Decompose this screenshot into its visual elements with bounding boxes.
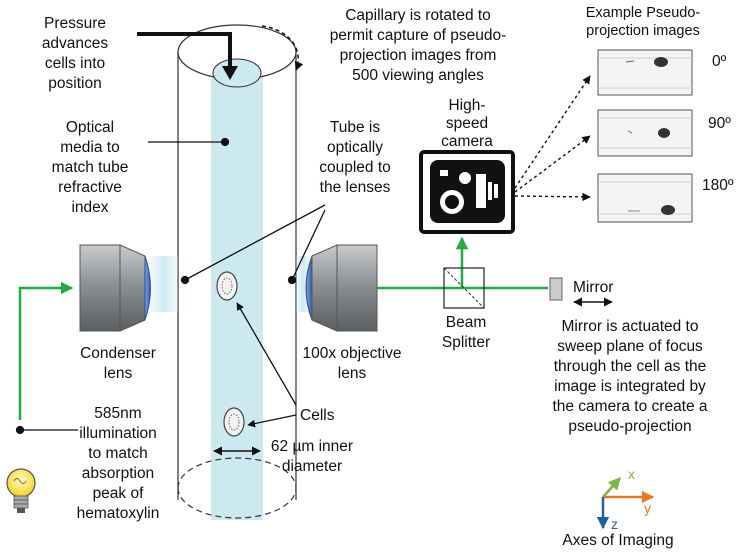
label-capillary-line: permit capture of pseudo- bbox=[330, 27, 507, 44]
label-angle-0: 0º bbox=[712, 53, 727, 70]
label-objective: 100x objective lens bbox=[302, 345, 401, 382]
label-cells: Cells bbox=[300, 407, 335, 424]
leader-lines bbox=[15, 137, 326, 435]
label-axes-title: Axes of Imaging bbox=[562, 532, 673, 549]
axis-y-label: y bbox=[644, 500, 651, 516]
label-diameter-line: diameter bbox=[282, 458, 342, 475]
label-illum-line: illumination bbox=[79, 425, 157, 442]
label-optical-line: media to bbox=[60, 139, 119, 156]
label-inner-diameter: 62 µm inner diameter bbox=[271, 438, 353, 475]
label-angle-90: 90º bbox=[708, 115, 731, 132]
label-tube-line: coupled to bbox=[319, 159, 391, 176]
condenser-lens bbox=[79, 244, 151, 332]
label-condenser-line: lens bbox=[104, 365, 133, 382]
label-beam-line: Beam bbox=[446, 314, 487, 331]
label-capillary-line: Capillary is rotated to bbox=[345, 7, 491, 24]
label-mirror-desc: Mirror is actuated to sweep plane of foc… bbox=[552, 318, 707, 435]
label-beam-splitter: Beam Splitter bbox=[442, 314, 490, 351]
cell-lower bbox=[223, 407, 245, 437]
label-pressure-line: advances bbox=[42, 35, 109, 52]
label-mirror-desc-line: through the cell as the bbox=[554, 358, 707, 375]
label-illum-line: absorption bbox=[82, 465, 154, 482]
label-mirror-desc-line: Mirror is actuated to bbox=[562, 318, 699, 335]
label-beam-line: Splitter bbox=[442, 334, 490, 351]
label-optical-media: Optical media to match tube refractive i… bbox=[52, 119, 129, 216]
tube-bottom-dashed bbox=[177, 487, 297, 519]
label-capillary-line: 500 viewing angles bbox=[352, 67, 484, 84]
label-camera: High- speed camera bbox=[441, 97, 493, 150]
label-illum-line: to match bbox=[88, 445, 147, 462]
label-condenser-line: Condenser bbox=[80, 345, 156, 362]
mirror bbox=[549, 277, 563, 301]
light-bulb-icon bbox=[6, 468, 36, 513]
label-optical-line: refractive bbox=[58, 179, 122, 196]
pressure-arrow bbox=[137, 32, 232, 70]
label-objective-line: 100x objective bbox=[302, 345, 401, 362]
imaging-axes: x y z bbox=[596, 466, 655, 532]
label-example-title: Example Pseudo- projection images bbox=[586, 5, 701, 39]
label-diameter-line: 62 µm inner bbox=[271, 438, 353, 455]
label-angle-180: 180º bbox=[702, 177, 734, 194]
label-camera-line: speed bbox=[446, 115, 488, 132]
label-camera-line: High- bbox=[448, 97, 485, 114]
label-camera-line: camera bbox=[441, 133, 493, 150]
capillary-tube bbox=[177, 24, 297, 526]
label-mirror: Mirror bbox=[573, 279, 613, 296]
example-image-90 bbox=[597, 109, 693, 157]
label-condenser: Condenser lens bbox=[80, 345, 156, 382]
label-objective-line: lens bbox=[338, 365, 367, 382]
axis-z-label: z bbox=[611, 516, 618, 532]
label-mirror-desc-line: the camera to create a bbox=[552, 398, 707, 415]
label-optical-line: match tube bbox=[52, 159, 129, 176]
camera-output-arrows bbox=[514, 75, 591, 202]
label-optical-line: index bbox=[71, 199, 108, 216]
label-tube-line: optically bbox=[327, 139, 383, 156]
example-image-0 bbox=[597, 49, 693, 96]
label-pressure-line: position bbox=[48, 75, 101, 92]
label-mirror-desc-line: pseudo-projection bbox=[568, 418, 691, 435]
objective-lens bbox=[305, 244, 378, 332]
label-capillary: Capillary is rotated to permit capture o… bbox=[330, 7, 507, 84]
label-illum-line: hematoxylin bbox=[77, 505, 160, 522]
label-illum-line: peak of bbox=[93, 485, 145, 502]
label-capillary-line: projection images from bbox=[340, 47, 497, 64]
label-pressure-line: cells into bbox=[45, 55, 105, 72]
example-image-180 bbox=[597, 173, 693, 223]
cell-upper bbox=[216, 271, 238, 301]
beam-splitter bbox=[443, 267, 485, 309]
coupling-left bbox=[150, 256, 178, 312]
label-mirror-desc-line: image is integrated by bbox=[554, 378, 706, 395]
camera-icon bbox=[419, 150, 515, 234]
label-optical-line: Optical bbox=[66, 119, 114, 136]
label-example-line: projection images bbox=[586, 23, 700, 39]
rotation-arrow bbox=[261, 25, 304, 71]
axis-x-label: x bbox=[628, 466, 635, 482]
label-pressure-line: Pressure bbox=[44, 15, 106, 32]
label-tube-coupled: Tube is optically coupled to the lenses bbox=[319, 119, 391, 196]
label-tube-line: the lenses bbox=[320, 179, 391, 196]
label-tube-line: Tube is bbox=[330, 119, 381, 136]
label-pressure: Pressure advances cells into position bbox=[42, 15, 109, 92]
label-mirror-desc-line: sweep plane of focus bbox=[557, 338, 703, 355]
label-illumination: 585nm illumination to match absorption p… bbox=[77, 405, 160, 522]
label-illum-line: 585nm bbox=[94, 405, 141, 422]
label-example-line: Example Pseudo- bbox=[586, 5, 701, 21]
